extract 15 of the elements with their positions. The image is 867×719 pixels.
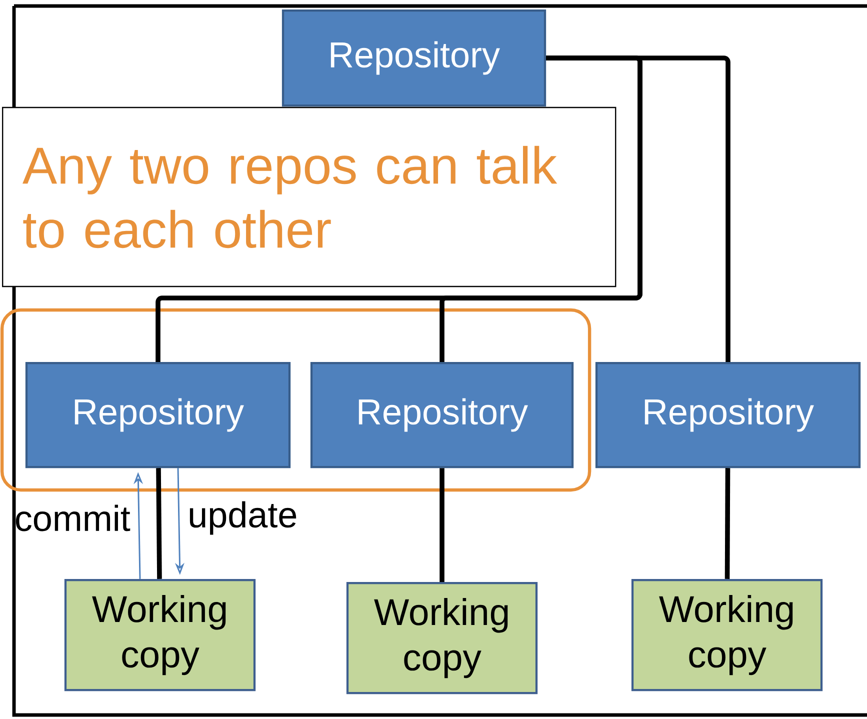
working-copy-box: Working copy <box>631 578 823 692</box>
connector-line <box>546 56 730 362</box>
edge-label: update <box>190 501 296 535</box>
repository-box: Repository <box>25 362 291 468</box>
repository-box: Repository <box>595 362 861 468</box>
highlight-frame <box>0 308 592 492</box>
repository-box: Repository <box>282 9 546 107</box>
connector-line <box>440 468 444 582</box>
repository-box: Repository <box>310 362 574 468</box>
connector-line <box>724 468 730 579</box>
working-copy-box: Working copy <box>64 578 256 692</box>
edge-label: commit <box>16 504 130 532</box>
callout-box: Any two repos can talk to each other <box>2 106 616 288</box>
connector-line <box>156 468 162 579</box>
working-copy-box: Working copy <box>346 582 538 694</box>
